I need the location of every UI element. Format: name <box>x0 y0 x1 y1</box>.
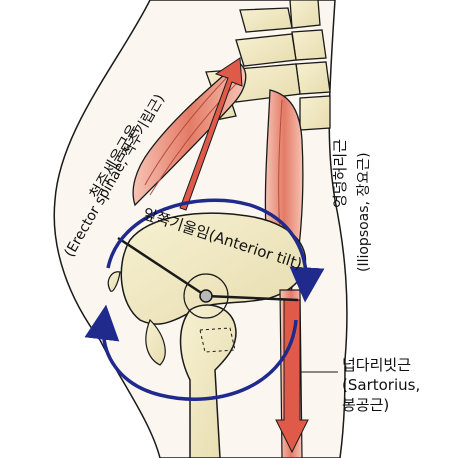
ischium <box>145 318 166 366</box>
iliopsoas-label-en: (Iliopsoas, 장요근) <box>356 152 372 272</box>
lever-arm-front <box>205 294 299 302</box>
sacrum-tip <box>107 271 121 292</box>
sartorius-pull-arrow <box>275 299 309 454</box>
erector-pull-arrow <box>179 57 243 211</box>
sartorius-label-en: (Sartorius, <box>342 376 420 394</box>
iliopsoas-label-ko: 엉덩허리근 <box>331 139 349 208</box>
sartorius-label-ko: 넙다리빗근 <box>342 356 411 374</box>
erector-fiber <box>144 71 233 186</box>
lever-arm-back <box>117 236 207 298</box>
hip-joint-ring <box>183 273 229 319</box>
femoral-head-outline <box>199 327 236 353</box>
sartorius-label-alt: 봉공근) <box>342 396 389 414</box>
erector-spinae-muscle <box>132 61 247 207</box>
rotation-arrow-bottom <box>84 304 298 401</box>
pelvis-bone <box>120 212 307 325</box>
femur-bone <box>179 304 237 458</box>
erector-fiber <box>149 79 241 196</box>
rotation-arrow-top <box>106 198 325 303</box>
hip-pivot <box>199 289 213 303</box>
